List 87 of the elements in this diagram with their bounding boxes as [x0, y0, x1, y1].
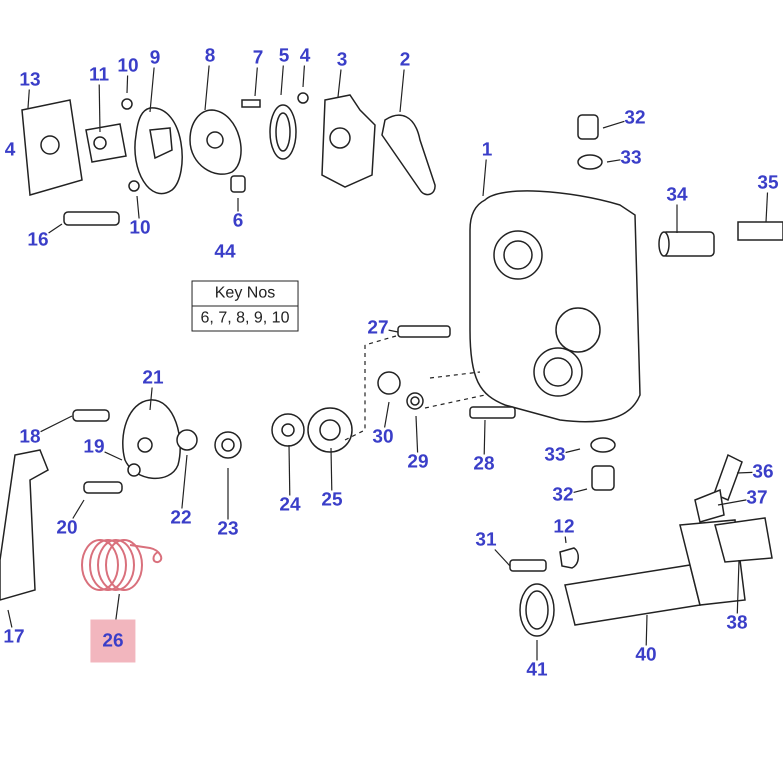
leader-line	[765, 192, 768, 222]
leader-line	[384, 402, 390, 428]
callout-number: 37	[746, 488, 768, 508]
leader-line	[280, 65, 284, 96]
callout-number: 32	[624, 108, 646, 128]
callout-number: 38	[726, 614, 748, 632]
table-cell-text: Key Nos	[214, 284, 276, 304]
leader-line	[573, 488, 588, 493]
callout-number: 4	[4, 140, 16, 160]
leader-line	[736, 472, 752, 474]
leader-line	[718, 499, 746, 506]
leader-line	[40, 415, 72, 432]
table-cell: 6, 7, 8, 9, 10	[192, 306, 298, 330]
leader-line	[388, 330, 398, 333]
callout-number: 22	[170, 508, 192, 528]
callout-number: 32	[552, 486, 574, 504]
callout-number: 35	[757, 174, 779, 192]
leader-line	[7, 610, 12, 628]
callout-number: 4	[300, 46, 310, 66]
callout-number: 28	[473, 454, 495, 474]
leader-line	[149, 387, 153, 410]
callout-number: 12	[553, 518, 575, 536]
callout-number: 1	[482, 140, 492, 160]
leader-line	[399, 69, 405, 112]
callout-number: 6	[232, 212, 244, 230]
callout-number: 19	[83, 438, 105, 456]
leader-line	[254, 67, 258, 96]
callout-number: 16	[27, 230, 49, 250]
leader-line	[337, 69, 342, 98]
leader-line	[602, 120, 625, 129]
callout-number: 41	[526, 660, 548, 680]
leader-line	[227, 468, 229, 520]
callout-number: 36	[752, 462, 774, 482]
leader-line	[104, 451, 122, 461]
leader-line	[27, 89, 30, 108]
callout-number: 11	[88, 66, 110, 84]
callout-number: 30	[372, 428, 394, 446]
leader-line	[494, 549, 510, 566]
leader-line	[115, 594, 120, 620]
leader-line	[126, 75, 128, 94]
callout-number: 18	[19, 428, 41, 446]
callout-number: 5	[278, 46, 290, 66]
leader-line	[330, 448, 332, 491]
leader-line	[204, 65, 210, 110]
leader-line	[302, 65, 305, 88]
leader-line	[676, 204, 678, 233]
callout-number: 2	[400, 50, 410, 70]
callout-number: 24	[279, 496, 301, 514]
callout-number: 34	[666, 186, 688, 204]
leader-line	[288, 444, 290, 496]
callout-number: 21	[142, 368, 164, 388]
leader-line	[136, 196, 140, 219]
leader-line	[72, 500, 85, 519]
callout-number: 10	[129, 218, 151, 238]
callout-number: 33	[620, 148, 642, 168]
callout-number: 25	[321, 490, 343, 510]
leader-line	[98, 84, 101, 132]
leader-line	[564, 536, 567, 544]
leader-line	[415, 416, 418, 453]
callout-number: 9	[150, 48, 160, 68]
leader-line	[482, 159, 487, 196]
highlighted-callout-number: 26	[90, 620, 136, 662]
key-number-table	[192, 280, 298, 332]
leader-line	[181, 454, 188, 509]
leader-line	[237, 198, 239, 212]
leader-line	[48, 224, 62, 234]
callout-number: 31	[475, 530, 497, 550]
callout-number: 7	[252, 48, 264, 68]
leader-line	[536, 640, 538, 660]
callout-number: 13	[19, 70, 41, 90]
callout-number: 27	[367, 318, 389, 338]
leader-line	[565, 448, 580, 454]
callout-number: 20	[56, 518, 78, 538]
callout-number: 33	[544, 446, 566, 464]
leader-line	[646, 614, 648, 646]
leader-line	[736, 560, 740, 614]
leader-line	[606, 159, 620, 163]
callout-number: 3	[336, 50, 348, 70]
callout-number: 29	[407, 452, 429, 472]
callout-number: 23	[217, 520, 239, 538]
leader-line	[484, 420, 486, 455]
callout-number: 10	[117, 56, 139, 76]
leader-line	[149, 67, 155, 112]
callout-number: 8	[204, 46, 216, 66]
callout-number: 17	[3, 628, 25, 646]
callout-number: 44	[214, 242, 236, 262]
callout-number: 40	[635, 646, 657, 664]
